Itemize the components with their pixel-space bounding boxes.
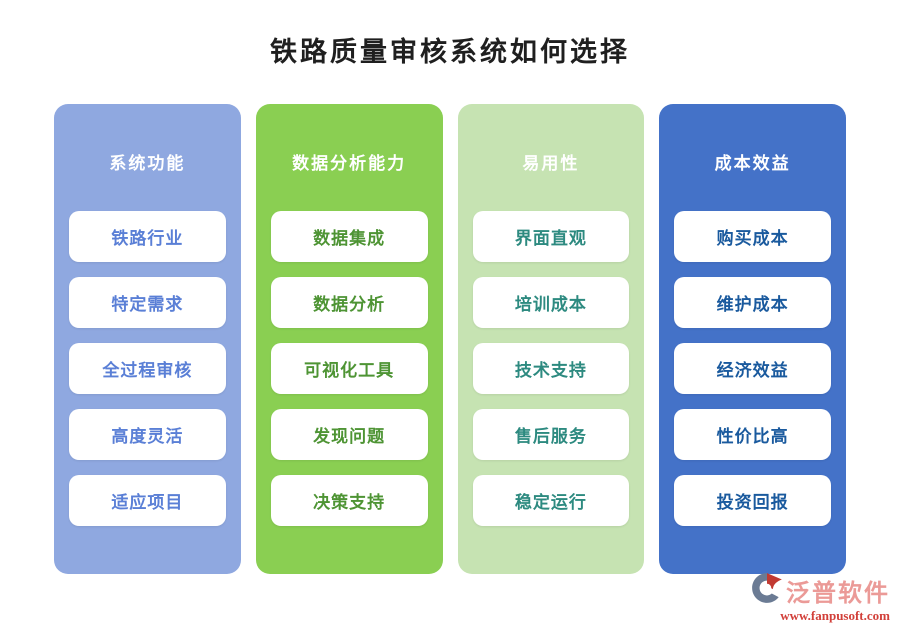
column-header: 易用性 xyxy=(522,154,580,173)
feature-card: 特定需求 xyxy=(69,277,226,328)
feature-card: 稳定运行 xyxy=(472,475,630,526)
column-cost-benefit: 成本效益 购买成本 维护成本 经济效益 性价比高 投资回报 xyxy=(659,104,846,574)
feature-card: 经济效益 xyxy=(674,343,831,394)
feature-card: 投资回报 xyxy=(674,475,831,526)
feature-card: 售后服务 xyxy=(472,409,630,460)
fanpu-logo-icon xyxy=(750,571,784,610)
feature-card: 培训成本 xyxy=(472,277,630,328)
brand-name: 泛普软件 xyxy=(786,580,890,607)
feature-card: 可视化工具 xyxy=(270,343,428,394)
feature-card: 高度灵活 xyxy=(69,409,226,460)
feature-card: 数据集成 xyxy=(270,211,428,262)
column-system-functions: 系统功能 铁路行业 特定需求 全过程审核 高度灵活 适应项目 xyxy=(54,104,241,574)
column-header: 系统功能 xyxy=(109,154,186,173)
feature-card: 发现问题 xyxy=(270,409,428,460)
column-header: 数据分析能力 xyxy=(292,154,407,173)
feature-card: 技术支持 xyxy=(472,343,630,394)
feature-card: 适应项目 xyxy=(69,475,226,526)
feature-card: 性价比高 xyxy=(674,409,831,460)
feature-card: 铁路行业 xyxy=(69,211,226,262)
feature-card: 购买成本 xyxy=(674,211,831,262)
page-title: 铁路质量审核系统如何选择 xyxy=(270,37,630,67)
feature-card: 全过程审核 xyxy=(69,343,226,394)
brand-url: www.fanpusoft.com xyxy=(780,608,890,623)
column-data-analysis: 数据分析能力 数据集成 数据分析 可视化工具 发现问题 决策支持 xyxy=(255,104,443,574)
column-ease-of-use: 易用性 界面直观 培训成本 技术支持 售后服务 稳定运行 xyxy=(457,104,645,574)
feature-card: 数据分析 xyxy=(270,277,428,328)
feature-card: 界面直观 xyxy=(472,211,630,262)
comparison-columns: 系统功能 铁路行业 特定需求 全过程审核 高度灵活 适应项目 数据分析能力 数据… xyxy=(54,104,846,574)
feature-card: 决策支持 xyxy=(270,475,428,526)
feature-card: 维护成本 xyxy=(674,277,831,328)
column-header: 成本效益 xyxy=(714,154,791,173)
brand-watermark: 泛普软件 www.fanpusoft.com xyxy=(750,571,890,624)
